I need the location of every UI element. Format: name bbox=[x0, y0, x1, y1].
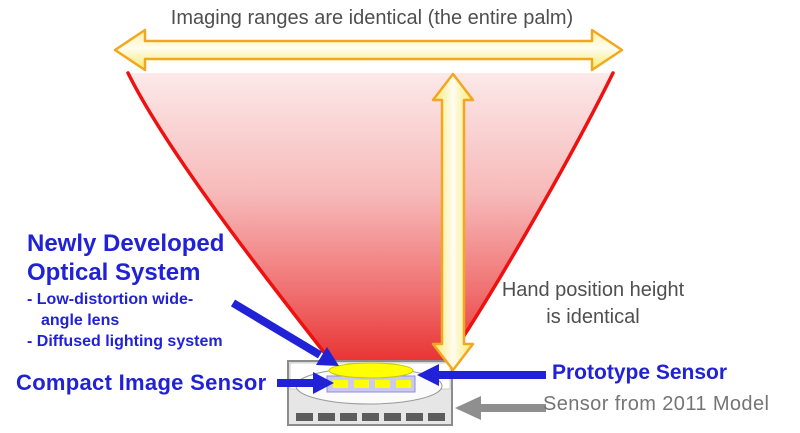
bullet-low-distortion-line2: angle lens bbox=[41, 312, 120, 329]
bullet-diffused-lighting: - Diffused lighting system bbox=[27, 333, 223, 350]
prototype-lens bbox=[328, 362, 414, 379]
prototype-sensor-label: Prototype Sensor bbox=[552, 361, 728, 384]
prototype-sensor-arrow-icon bbox=[417, 364, 546, 386]
optical-system-bullets: - Low-distortion wide- angle lens - Diff… bbox=[27, 289, 223, 352]
bullet-low-distortion-line1: - Low-distortion wide- bbox=[27, 291, 194, 308]
compact-image-sensor-label: Compact Image Sensor bbox=[16, 370, 267, 395]
prototype-led-dashes bbox=[333, 380, 411, 388]
cone-right-edge bbox=[446, 71, 615, 362]
cone-left-edge bbox=[126, 71, 332, 362]
optical-system-heading: Newly Developed Optical System bbox=[27, 229, 224, 287]
hand-position-note: Hand position height is identical bbox=[468, 277, 718, 331]
hand-height-arrow-icon bbox=[431, 72, 475, 372]
compact-sensor-arrow-icon bbox=[277, 372, 334, 394]
imaging-range-arrow-icon bbox=[113, 28, 624, 72]
optical-system-heading-line2: Optical System bbox=[27, 259, 201, 286]
sensor-2011-connector-dashes bbox=[296, 413, 445, 421]
optics-pointer-arrow-icon bbox=[230, 299, 339, 366]
optical-system-heading-line1: Newly Developed bbox=[27, 230, 225, 257]
sensor-2011-arrow-icon bbox=[455, 396, 546, 420]
hand-position-note-line2: is identical bbox=[546, 306, 640, 328]
hand-position-note-line1: Hand position height bbox=[501, 279, 685, 301]
imaging-range-title: Imaging ranges are identical (the entire… bbox=[170, 7, 574, 29]
sensor-2011-label: Sensor from 2011 Model bbox=[543, 393, 770, 415]
